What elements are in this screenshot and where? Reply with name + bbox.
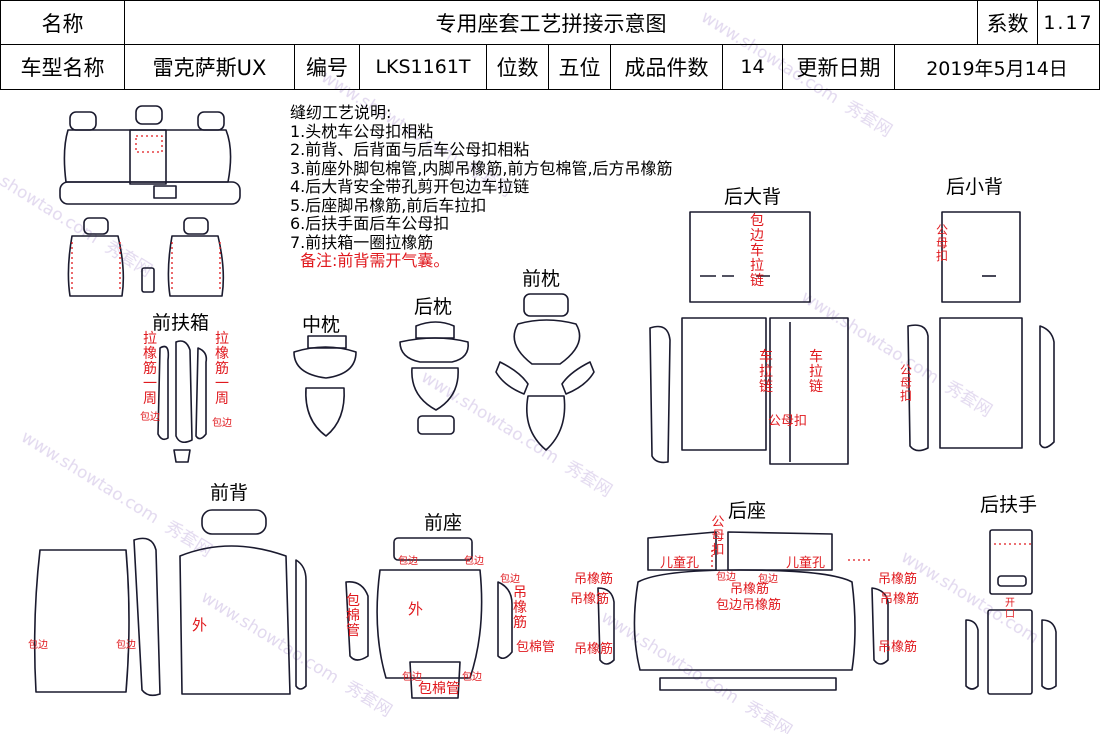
annot-bind-edge: 包边: [398, 556, 418, 567]
annot-open: 开口: [1005, 598, 1015, 620]
annot-pull-elastic-left: 拉橡筋一周: [143, 331, 157, 407]
annot-bind-edge: 包边: [140, 412, 160, 423]
seats-value: 五位: [549, 45, 611, 90]
rear-seat-pieces: [597, 531, 889, 691]
annot-bind-edge: 包边: [462, 672, 482, 683]
annot-outer-front-back: 外: [192, 616, 208, 634]
annot-bind-hang-elastic: 包边吊橡筋: [716, 598, 782, 613]
notes-item-6: 6.后扶手面后车公母扣: [290, 214, 450, 233]
front-seat-pieces: [345, 537, 513, 699]
label-rear-seat: 后座: [728, 500, 767, 522]
annot-hang-elastic: 吊橡筋: [570, 592, 610, 607]
annot-bind-edge-zip: 包边车拉链: [750, 213, 764, 289]
notes-item-3: 3.前座外脚包棉管,内脚吊橡筋,前方包棉管,后方吊橡筋: [290, 158, 673, 178]
label-front-seat: 前座: [424, 512, 463, 534]
annot-hang-elastic: 吊橡筋: [574, 572, 614, 587]
date-label: 更新日期: [783, 45, 895, 90]
notes-item-5: 5.后座脚吊橡筋,前后车拉扣: [290, 195, 487, 215]
rear-headrest-pieces: [399, 321, 469, 435]
annot-hang-elastic-mid: 吊橡筋: [730, 582, 770, 597]
annot-bind-edge: 包边: [116, 640, 136, 651]
annot-foam-tube-bottom: 包棉管: [418, 681, 460, 697]
annot-snap: 公母扣: [768, 414, 808, 429]
annot-bind-edge: 包边: [464, 556, 484, 567]
pieces-label: 成品件数: [611, 45, 723, 90]
annot-outer-front-seat: 外: [408, 600, 424, 618]
annot-foam-tube-right: 包棉管: [516, 640, 556, 655]
annot-snap-rear-seat: 公母扣: [711, 515, 725, 558]
overview-front-seats: [67, 217, 225, 297]
rear-big-back-pieces: [649, 211, 849, 465]
label-rear-headrest: 后枕: [414, 296, 453, 318]
annot-bind-edge: 包边: [212, 418, 232, 429]
name-label: 名称: [0, 0, 125, 45]
rear-armrest-pieces: [965, 529, 1057, 695]
overview-rear-seat: [59, 105, 241, 205]
annot-hang-elastic: 吊橡筋: [574, 642, 614, 657]
seats-label: 位数: [487, 45, 549, 90]
annot-hang-elastic: 吊橡筋: [880, 592, 920, 607]
notes-item-7: 7.前扶箱一圈拉橡筋: [290, 232, 434, 252]
sewing-notes: 缝纫工艺说明: 1.头枕车公母扣相粘 2.前背、后背面与后车公母扣相粘 3.前座…: [290, 103, 673, 271]
notes-item-2: 2.前背、后背面与后车公母扣相粘: [290, 140, 530, 159]
coef-label: 系数: [978, 0, 1038, 45]
notes-title: 缝纫工艺说明:: [290, 103, 392, 122]
model-label: 车型名称: [0, 45, 125, 90]
annot-bind-edge: 包边: [28, 640, 48, 651]
label-rear-big-back: 后大背: [724, 186, 782, 208]
code-label: 编号: [295, 45, 360, 90]
annot-bind-edge: 包边: [500, 574, 520, 585]
label-front-armbox: 前扶箱: [152, 312, 210, 334]
rear-small-back-pieces: [907, 211, 1055, 452]
annot-child-hole-left: 儿童孔: [660, 556, 700, 571]
annot-zipper-left: 车拉链: [759, 349, 773, 395]
header-table: 名称 专用座套工艺拼接示意图 系数 1.17 车型名称 雷克萨斯UX 编号 LK…: [0, 0, 1100, 90]
annot-snap-small-back-side: 公母扣: [899, 363, 912, 403]
annot-bind-edge: 包边: [402, 672, 422, 683]
label-front-headrest: 前枕: [522, 268, 561, 290]
code-value: LKS1161T: [360, 45, 487, 90]
mid-headrest-pieces: [293, 335, 357, 437]
pattern-diagram: [33, 105, 1057, 699]
annot-child-hole-right: 儿童孔: [786, 556, 826, 571]
label-front-back: 前背: [210, 482, 249, 504]
notes-remark: 备注:前背需开气囊。: [300, 251, 450, 270]
annot-pull-elastic-right: 拉橡筋一周: [215, 331, 229, 407]
label-mid-headrest: 中枕: [302, 314, 341, 336]
pieces-value: 14: [723, 45, 783, 90]
annot-bind-edge: 包边: [716, 572, 736, 583]
annot-hang-elastic: 吊橡筋: [878, 640, 918, 655]
label-rear-small-back: 后小背: [946, 176, 1004, 198]
coef-value: 1.17: [1038, 0, 1100, 45]
front-armbox-pieces: [157, 340, 208, 463]
annot-zipper-right: 车拉链: [809, 349, 823, 395]
page-title: 专用座套工艺拼接示意图: [125, 0, 978, 45]
notes-item-4: 4.后大背安全带孔剪开包边车拉链: [290, 177, 530, 196]
label-rear-armrest: 后扶手: [980, 494, 1038, 516]
model-value: 雷克萨斯UX: [125, 45, 295, 90]
annot-foam-tube-left: 包棉管: [346, 593, 360, 639]
annot-snap-small-back: 公母扣: [935, 223, 948, 263]
annot-hang-elastic-front: 吊橡筋: [513, 585, 527, 631]
annot-hang-elastic: 吊橡筋: [878, 572, 918, 587]
annot-bind-edge: 包边: [758, 574, 778, 585]
notes-item-1: 1.头枕车公母扣相粘: [290, 121, 434, 141]
front-headrest-pieces: [495, 293, 595, 451]
date-value: 2019年5月14日: [895, 45, 1100, 90]
front-back-pieces: [33, 509, 307, 697]
